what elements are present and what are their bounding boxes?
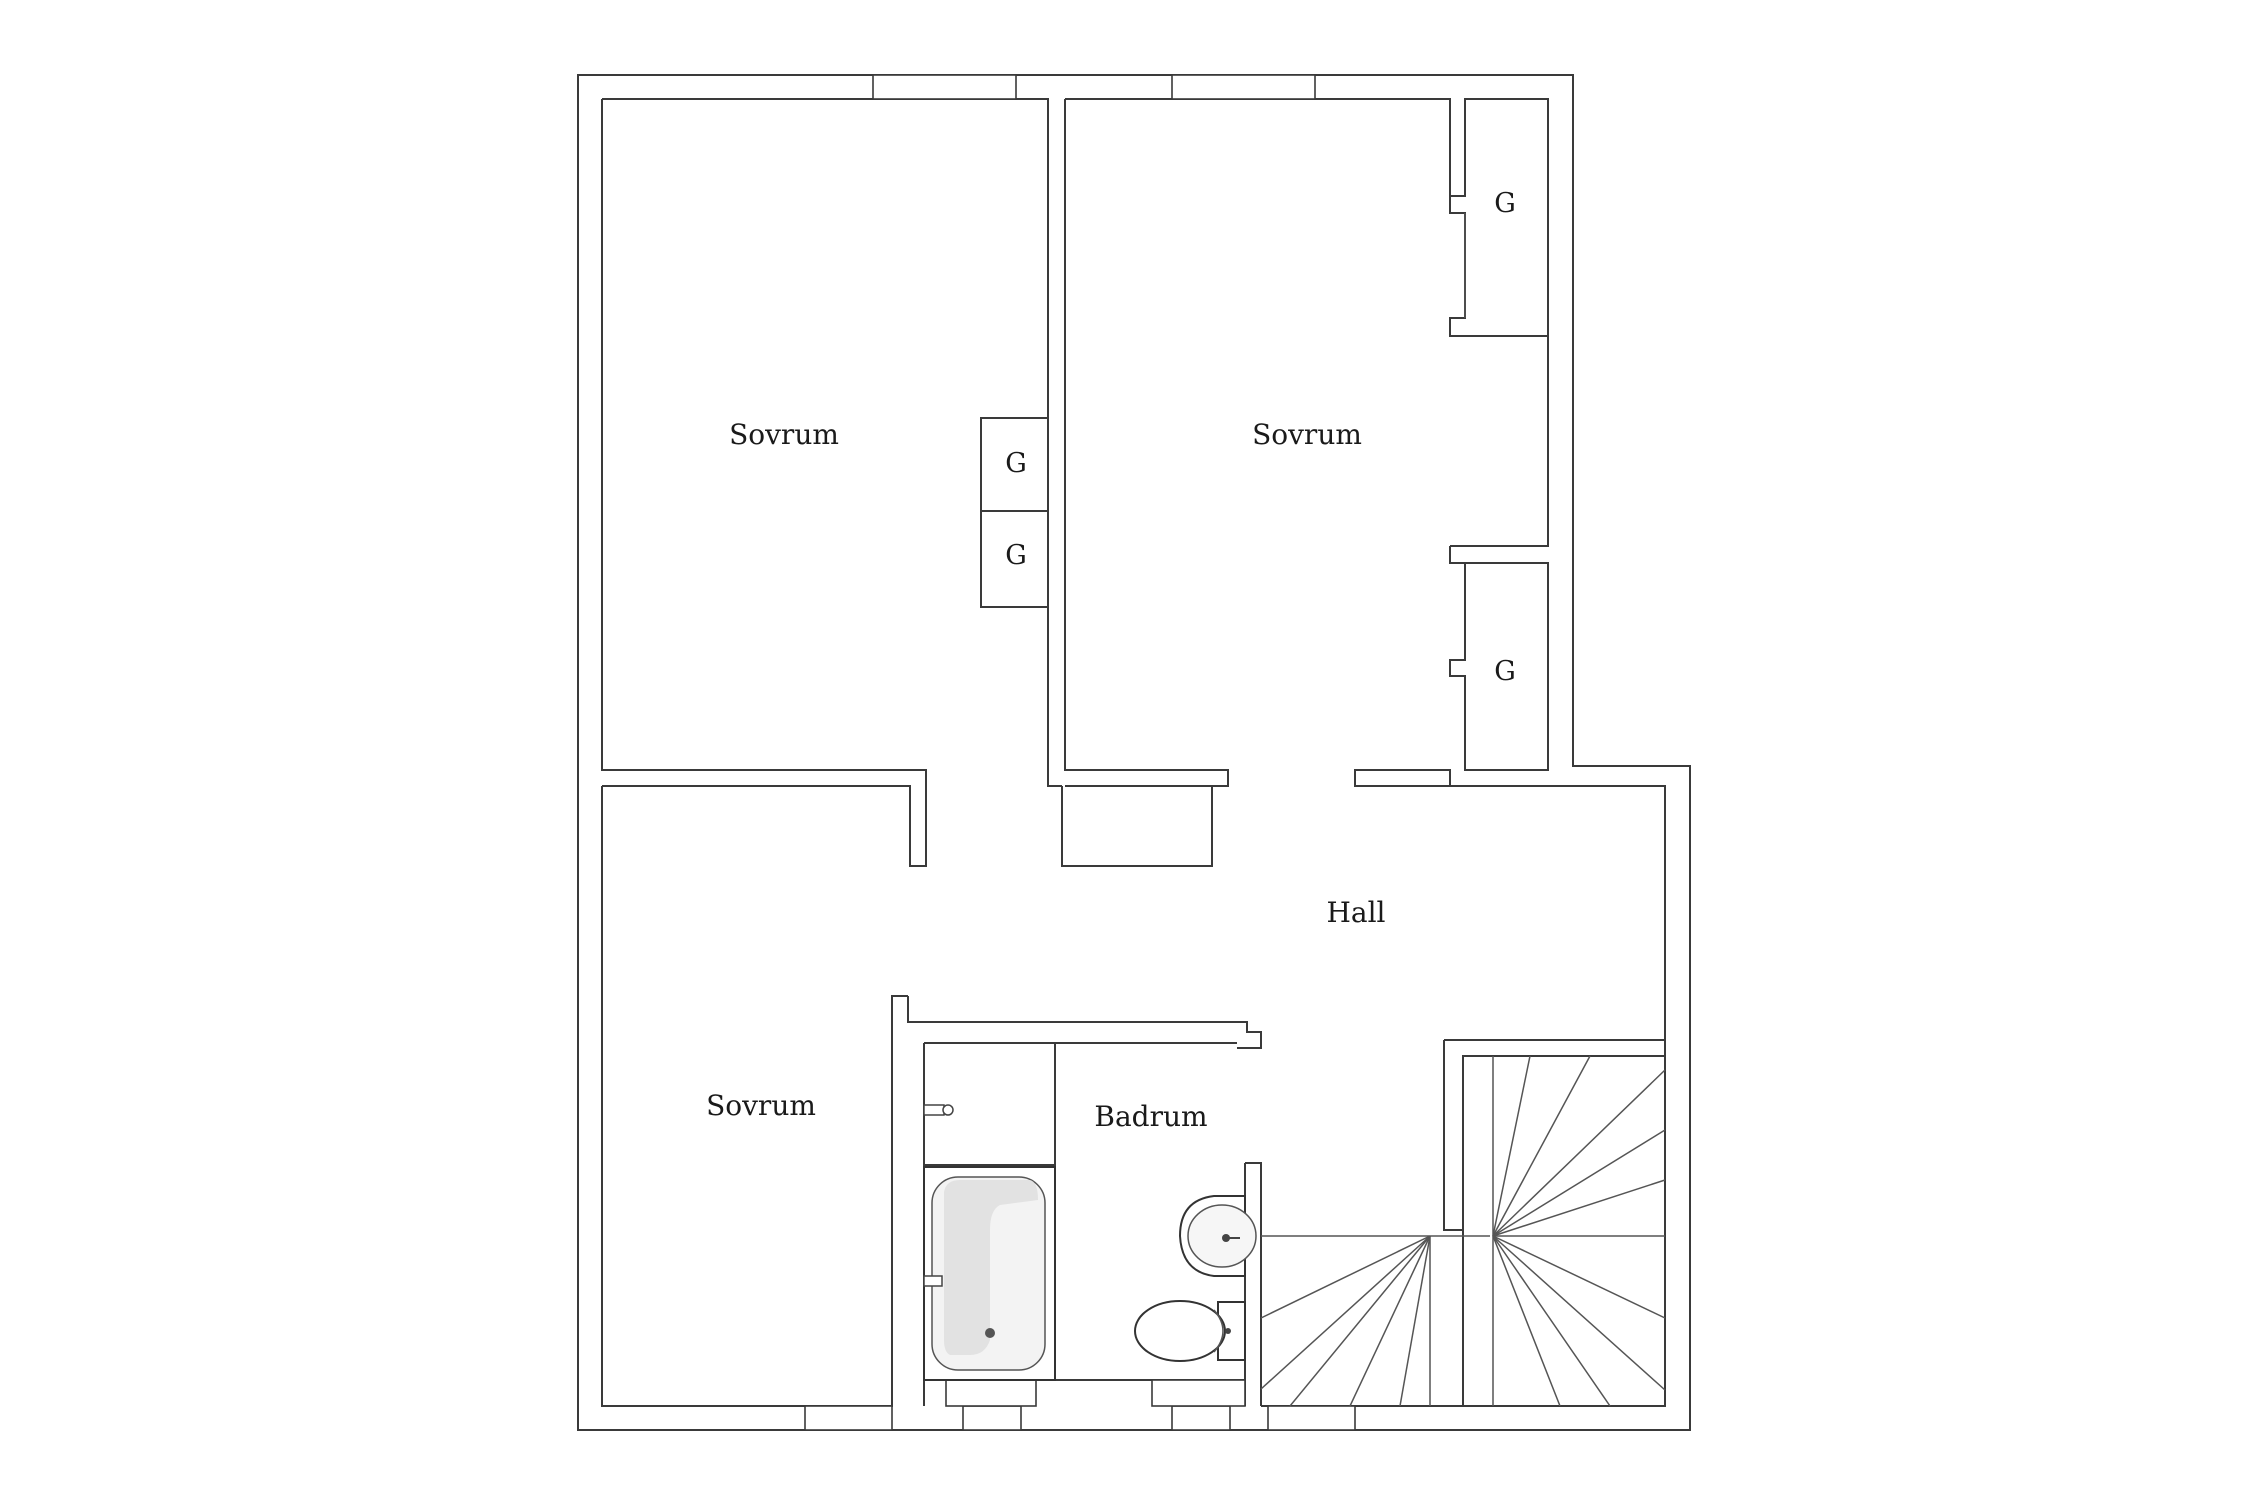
toilet-icon <box>1134 1300 1246 1362</box>
tap-icon <box>923 1104 954 1116</box>
sink-icon <box>1178 1195 1257 1277</box>
stairwell-walls <box>1261 785 1666 1407</box>
bedroom-top-right-walls <box>1047 98 1451 787</box>
room-label-bedroom-bottom-left: Sovrum <box>706 1089 816 1122</box>
wardrobe-left <box>980 417 1049 608</box>
wardrobe-right-lower <box>1449 336 1549 771</box>
wardrobe-right-upper <box>1449 98 1549 337</box>
room-label-bedroom-top-left: Sovrum <box>729 418 839 451</box>
bathtub <box>923 1166 1056 1381</box>
hall-nook <box>1061 786 1213 867</box>
exterior-walls <box>577 74 1691 1431</box>
closet-label-left-lower: G <box>1005 540 1027 571</box>
room-label-hall: Hall <box>1326 896 1385 929</box>
room-label-bathroom: Badrum <box>1094 1100 1207 1133</box>
staircase <box>1260 1055 1666 1407</box>
closet-label-right-upper: G <box>1494 188 1516 219</box>
closet-label-left-upper: G <box>1005 448 1027 479</box>
windows <box>804 74 1356 1431</box>
room-label-bedroom-top-right: Sovrum <box>1252 418 1362 451</box>
closet-label-right-lower: G <box>1494 656 1516 687</box>
